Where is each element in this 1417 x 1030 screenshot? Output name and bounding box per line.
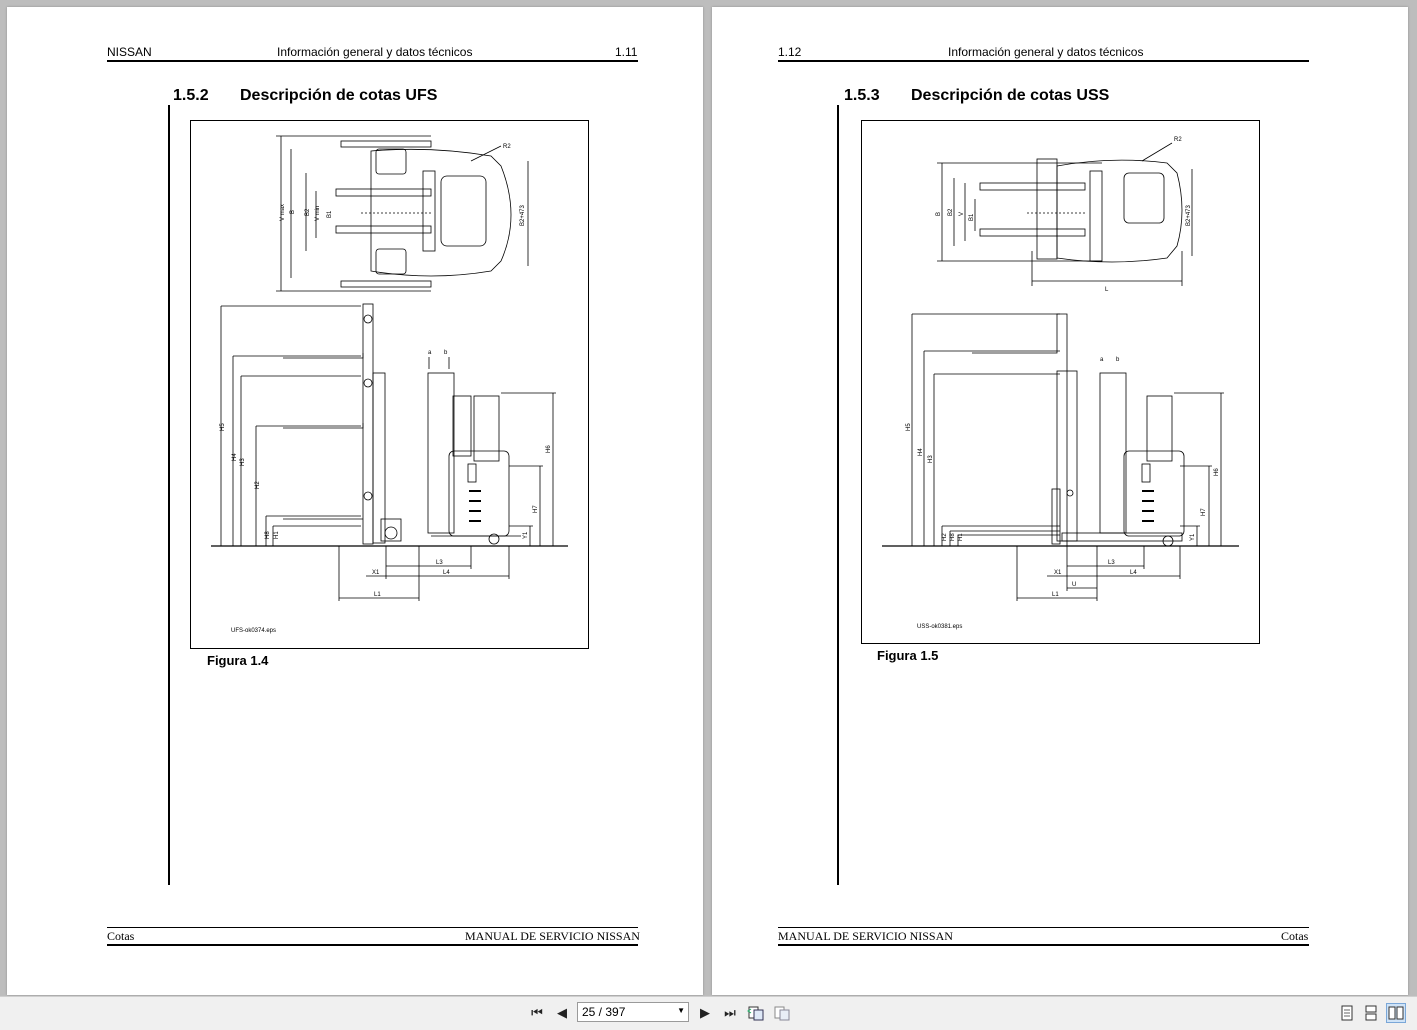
header-page-number: 1.12 [778,45,802,59]
dim-label: L3 [1108,560,1115,566]
dim-label: H4 [232,453,238,461]
figure-uss-diagram: R2 B B2 V B1 B2+473 L a b H5 H4 H3 H6 H7… [861,120,1260,644]
footer-right: MANUAL DE SERVICIO NISSAN [465,929,640,943]
go-back-icon [747,1006,764,1021]
ufs-technical-drawing: R2 V max B B2 V min B1 B2+473 a b H5 H4 … [211,135,568,601]
single-page-view-icon [1341,1005,1353,1021]
dim-label: L3 [436,560,443,566]
figure-filename: USS-ok0381.eps [917,624,963,630]
footer-right: Cotas [1281,929,1309,943]
dim-label: H8 [950,533,956,541]
dim-label: H8 [265,531,271,539]
section-title: Descripción de cotas UFS [240,87,438,104]
dim-label: a [428,350,432,356]
continuous-view-icon [1365,1005,1377,1021]
dim-label: H1 [274,531,280,539]
footer-rule-top [778,927,1309,928]
next-page-button[interactable]: ▶ [695,1003,715,1023]
dim-label: B1 [327,210,333,218]
dim-label: V max [280,204,286,221]
footer-left: MANUAL DE SERVICIO NISSAN [778,929,953,943]
footer-rule [107,944,638,946]
dim-label: H3 [240,458,246,466]
dim-label: H2 [942,533,948,541]
figure-filename: UFS-ok0374.eps [231,628,277,634]
figure-ufs-diagram: R2 V max B B2 V min B1 B2+473 a b H5 H4 … [190,120,589,649]
dim-label: L4 [443,570,450,576]
dim-label: B2+473 [520,204,526,226]
dim-label: H1 [958,533,964,541]
uss-technical-drawing: R2 B B2 V B1 B2+473 L a b H5 H4 H3 H6 H7… [882,137,1239,601]
document-page-right: 1.12 Información general y datos técnico… [712,7,1408,995]
section-number: 1.5.2 [173,87,209,104]
dim-label: U [1072,582,1076,588]
header-left: NISSAN [107,45,152,59]
dim-label: B2 [948,208,954,216]
header-rule [778,60,1309,62]
chevron-down-icon: ▼ [677,1006,685,1015]
dim-label: H7 [1201,508,1207,516]
dim-label: b [444,350,448,356]
header-page-number: 1.11 [615,45,638,59]
dim-label: Y1 [523,531,529,539]
header-center: Información general y datos técnicos [277,45,473,59]
dim-label: X1 [1054,570,1062,576]
go-forward-button[interactable] [772,1003,792,1023]
dim-label: H4 [918,448,924,456]
prev-page-icon: ◀ [557,1005,567,1020]
dim-label: R2 [1174,137,1182,143]
dim-label: L4 [1130,570,1137,576]
dim-label: B2+473 [1186,204,1192,226]
page-number-select[interactable]: 25 / 397 ▼ [577,1002,689,1022]
viewer-toolbar: ⏮ ◀ 25 / 397 ▼ ▶ ⏭ [0,996,1417,1030]
dim-label: a [1100,357,1104,363]
dim-label: B1 [969,213,975,221]
header-center: Información general y datos técnicos [948,45,1144,59]
dim-label: H5 [906,423,912,431]
dim-label: H7 [533,505,539,513]
dim-label: H5 [220,423,226,431]
figure-caption: Figura 1.4 [207,653,269,668]
dim-label: B [936,212,942,216]
last-page-icon: ⏭ [724,1005,736,1020]
footer-rule-top [107,927,638,928]
go-back-button[interactable] [746,1003,766,1023]
dim-label: H3 [928,455,934,463]
go-forward-icon [774,1006,790,1021]
single-page-view-button[interactable] [1337,1003,1357,1023]
dim-label: H6 [1214,468,1220,476]
dim-label: L1 [374,592,381,598]
first-page-icon: ⏮ [531,1005,543,1020]
dim-label: B [290,210,296,214]
dim-label: H6 [546,445,552,453]
dim-label: Y1 [1190,533,1196,541]
dim-label: R2 [503,144,511,150]
dim-label: L [1105,287,1109,293]
dim-label: V [959,212,965,216]
next-page-icon: ▶ [700,1005,710,1020]
section-title: Descripción de cotas USS [911,87,1110,104]
figure-caption: Figura 1.5 [877,648,939,663]
margin-bar [168,105,170,885]
dim-label: X1 [372,570,380,576]
document-page-left: NISSAN Información general y datos técni… [7,7,703,995]
footer-left: Cotas [107,929,135,943]
dim-label: B2 [305,208,311,216]
two-page-view-button[interactable] [1386,1003,1406,1023]
first-page-button[interactable]: ⏮ [527,1003,547,1023]
margin-bar [837,105,839,885]
section-number: 1.5.3 [844,87,880,104]
footer-rule [778,944,1309,946]
dim-label: b [1116,357,1120,363]
dim-label: H2 [255,481,261,489]
dim-label: L1 [1052,592,1059,598]
page-number-value: 25 / 397 [582,1005,626,1019]
two-page-view-icon [1388,1006,1404,1020]
last-page-button[interactable]: ⏭ [720,1003,740,1023]
prev-page-button[interactable]: ◀ [552,1003,572,1023]
header-rule [107,60,638,62]
continuous-view-button[interactable] [1361,1003,1381,1023]
dim-label: V min [315,206,321,221]
